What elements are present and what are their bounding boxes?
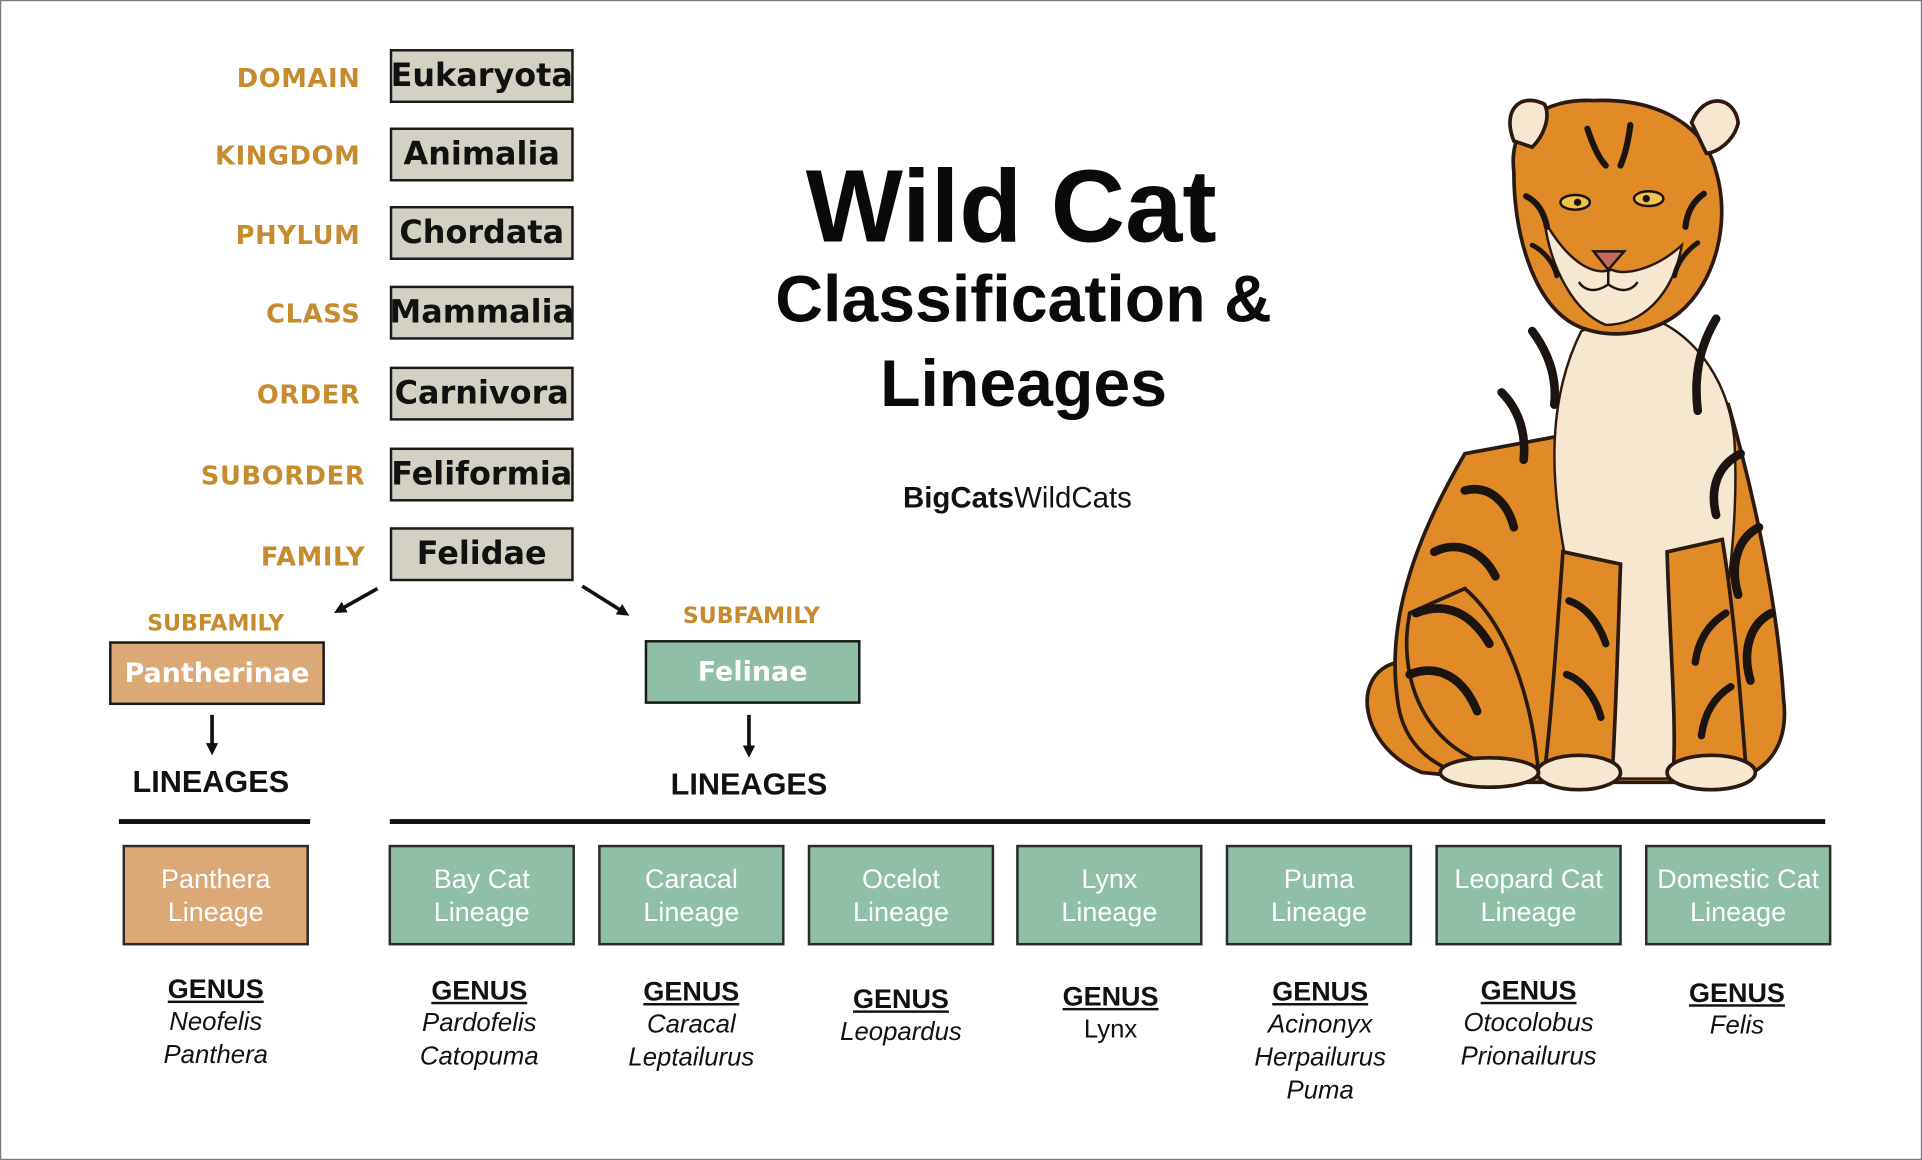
lineage-name: Bay Cat (433, 863, 530, 894)
brand-regular: WildCats (1014, 481, 1132, 516)
divider-pantherinae (118, 819, 311, 825)
genus-name: Felis (1709, 1011, 1765, 1040)
genus-heading: GENUS (1062, 980, 1159, 1012)
lineage-name: Lynx (1081, 863, 1138, 894)
title-line-1: Wild Cat (805, 148, 1217, 264)
genus-name: Leptailurus (628, 1043, 755, 1072)
lineage-name: Caracal (644, 863, 738, 894)
lineage-suffix: Lineage (167, 896, 264, 928)
divider-felinae (389, 819, 1826, 825)
lineage-box-panthera: Panthera Lineage (122, 844, 309, 946)
lineage-name: Puma (1283, 863, 1355, 894)
lineages-heading-felinae: LINEAGES (670, 767, 828, 802)
tiger-illustration-icon (1365, 98, 1787, 792)
genus-name: Acinonyx (1267, 1010, 1373, 1039)
lineage-box-bay-cat: Bay Cat Lineage (388, 844, 575, 946)
rank-label-phylum: PHYLUM (235, 220, 361, 251)
genus-name: Leopardus (840, 1017, 962, 1046)
rank-label-kingdom: KINGDOM (215, 141, 361, 171)
rank-box-family: Felidae (389, 527, 574, 582)
lineage-suffix: Lineage (643, 896, 740, 928)
genus-name: Prionailurus (1460, 1042, 1597, 1071)
genus-name: Otocolobus (1463, 1009, 1594, 1038)
genus-list-lynx: GENUS Lynx (1006, 981, 1214, 1046)
genus-name: Panthera (163, 1041, 268, 1070)
subfamily-label-felinae: SUBFAMILY (682, 603, 820, 630)
genus-name: Caracal (646, 1010, 736, 1039)
rank-label-order: ORDER (256, 380, 361, 410)
genus-name: Neofelis (169, 1007, 263, 1037)
lineage-suffix: Lineage (1480, 896, 1577, 928)
rank-box-domain: Eukaryota (389, 49, 574, 104)
genus-list-puma: GENUS Acinonyx Herpailurus Puma (1216, 976, 1424, 1107)
genus-list-bay-cat: GENUS Pardofelis Catopuma (375, 975, 583, 1073)
rank-label-suborder: SUBORDER (200, 461, 366, 491)
subfamily-label-pantherinae: SUBFAMILY (147, 610, 285, 637)
subfamily-box-pantherinae: Pantherinae (109, 641, 325, 706)
brand-name: BigCatsWildCats (834, 482, 1202, 516)
brand-bold: BigCats (902, 481, 1015, 516)
genus-list-domestic-cat: GENUS Felis (1633, 977, 1841, 1042)
genus-name: Lynx (1083, 1015, 1138, 1044)
lineage-name: Ocelot (861, 863, 940, 894)
arrow-to-felinae (581, 584, 630, 616)
lineage-suffix: Lineage (1690, 896, 1787, 928)
lineage-box-domestic-cat: Domestic Cat Lineage (1645, 844, 1832, 946)
genus-list-ocelot: GENUS Leopardus (797, 983, 1005, 1048)
genus-heading: GENUS (853, 983, 949, 1015)
genus-heading: GENUS (167, 973, 264, 1005)
genus-name: Catopuma (419, 1042, 539, 1071)
genus-list-panthera: GENUS Neofelis Panthera (112, 974, 320, 1072)
lineage-box-caracal: Caracal Lineage (598, 844, 785, 946)
rank-box-phylum: Chordata (389, 206, 574, 260)
lineage-name: Panthera (161, 863, 271, 894)
genus-heading: GENUS (643, 976, 740, 1007)
genus-list-leopard-cat: GENUS Otocolobus Prionailurus (1424, 975, 1632, 1073)
title-line-3: Lineages (880, 347, 1168, 421)
genus-heading: GENUS (1480, 974, 1577, 1006)
rank-box-suborder: Feliformia (389, 447, 574, 502)
lineage-suffix: Lineage (852, 896, 949, 928)
lineages-heading-pantherinae: LINEAGES (132, 765, 290, 800)
genus-heading: GENUS (431, 974, 528, 1006)
arrow-to-pantherinae (334, 586, 379, 614)
genus-name: Puma (1286, 1076, 1354, 1105)
subfamily-box-felinae: Felinae (644, 640, 861, 704)
lineage-box-puma: Puma Lineage (1225, 844, 1413, 946)
rank-box-order: Carnivora (389, 366, 574, 421)
title-line-2: Classification & (775, 262, 1272, 336)
lineage-name: Leopard Cat (1454, 863, 1603, 894)
lineage-box-lynx: Lynx Lineage (1016, 844, 1203, 946)
genus-heading: GENUS (1688, 977, 1785, 1008)
rank-box-class: Mammalia (389, 285, 574, 340)
rank-label-class: CLASS (266, 299, 361, 329)
lineage-suffix: Lineage (1061, 896, 1158, 928)
genus-heading: GENUS (1272, 976, 1369, 1007)
lineage-suffix: Lineage (1270, 896, 1367, 928)
lineage-suffix: Lineage (433, 896, 530, 928)
rank-label-domain: DOMAIN (236, 63, 361, 94)
rank-box-kingdom: Animalia (389, 127, 574, 182)
genus-list-caracal: GENUS Caracal Leptailurus (587, 976, 795, 1074)
genus-name: Herpailurus (1254, 1043, 1386, 1072)
lineage-box-leopard-cat: Leopard Cat Lineage (1435, 844, 1622, 946)
rank-label-family: FAMILY (260, 541, 366, 572)
lineage-box-ocelot: Ocelot Lineage (807, 844, 995, 946)
lineage-name: Domestic Cat (1657, 863, 1820, 894)
genus-name: Pardofelis (422, 1009, 537, 1038)
